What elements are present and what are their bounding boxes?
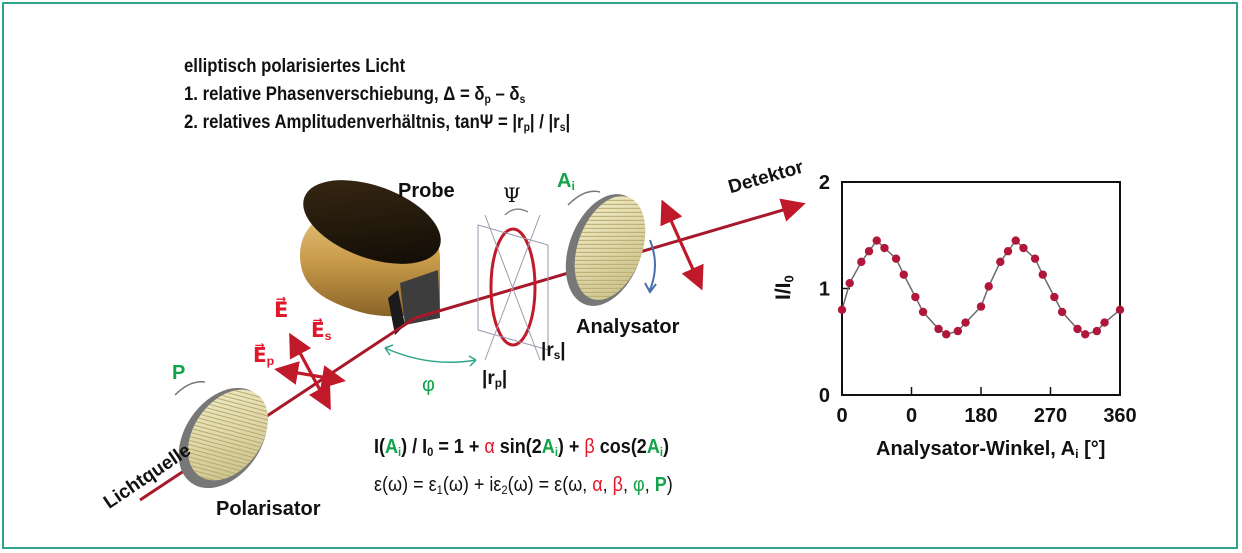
rs-label: |rs| xyxy=(541,340,566,362)
y-tick-label: 2 xyxy=(819,172,830,194)
x-tick-label: 0 xyxy=(836,405,847,427)
data-point xyxy=(942,330,951,339)
p-label: P xyxy=(172,362,186,384)
phi-arrow-right xyxy=(468,355,477,367)
data-point xyxy=(1050,292,1059,302)
amplitude-grid xyxy=(477,214,549,361)
data-point xyxy=(1081,330,1090,339)
data-point xyxy=(984,282,993,291)
polarizer-angle-arc xyxy=(174,381,206,396)
data-point xyxy=(996,257,1005,267)
chart-y-axis-label: I/I0 xyxy=(772,275,797,300)
chart-plot-area xyxy=(841,181,1121,396)
sample-crystal xyxy=(400,270,440,325)
e-label: E⃗ xyxy=(274,299,289,322)
e-field-arrows xyxy=(274,332,346,411)
polarisator-label: Polarisator xyxy=(216,498,321,520)
x-tick-label: 270 xyxy=(1034,405,1067,427)
header-line2-prefix: 1. relative Phasenverschiebung, xyxy=(184,84,444,105)
polarizer-disc xyxy=(178,387,268,489)
x-tick-label: 180 xyxy=(964,405,997,427)
probe-label: Probe xyxy=(398,180,455,202)
data-point xyxy=(934,324,943,334)
chart-curve xyxy=(841,239,1121,336)
intensity-equation: I(Ai) / I0 = 1 + α sin(2Ai) + β cos(2Ai) xyxy=(374,436,669,460)
x-tick-label: 360 xyxy=(1103,405,1136,427)
data-point xyxy=(880,243,889,253)
analyzer-disc xyxy=(565,194,646,306)
data-point xyxy=(845,278,854,288)
analyzer-e-arrows xyxy=(660,199,704,291)
dielectric-equation: ε(ω) = ε1(ω) + iε2(ω) = ε(ω, α, β, φ, P) xyxy=(374,474,673,498)
data-point xyxy=(1011,236,1020,245)
data-point xyxy=(1003,247,1013,256)
data-point xyxy=(1030,254,1040,263)
psi-arc xyxy=(504,208,529,216)
data-point xyxy=(1057,307,1067,317)
chart-points xyxy=(837,236,1125,339)
data-point xyxy=(891,254,901,263)
y-tick-label: 0 xyxy=(819,385,830,407)
ai-label: Ai xyxy=(557,170,575,194)
header-line3-prefix: 2. relatives Amplitudenverhältnis, xyxy=(184,112,455,133)
data-point xyxy=(1038,270,1047,279)
data-point xyxy=(837,305,847,314)
data-point xyxy=(1092,326,1102,336)
rotation-arrow xyxy=(649,239,656,291)
data-point xyxy=(1019,243,1028,253)
ep-label: E⃗p xyxy=(253,345,275,369)
phi-label: φ xyxy=(422,374,435,396)
chart-ticks xyxy=(841,181,1121,396)
data-point xyxy=(857,257,866,267)
data-point xyxy=(1115,305,1125,314)
sample-crystal-side xyxy=(388,290,405,335)
data-point xyxy=(961,318,970,327)
data-point xyxy=(976,302,986,311)
rp-label: |rp| xyxy=(482,368,508,390)
phase-shift-formula: Δ = δp – δs xyxy=(443,84,526,106)
es-label: E⃗s xyxy=(311,320,332,344)
data-point xyxy=(899,270,908,279)
data-point xyxy=(864,247,874,256)
analysator-label: Analysator xyxy=(576,316,680,338)
data-point xyxy=(1073,324,1082,334)
amplitude-ratio-formula: tanΨ = |rp| / |rs| xyxy=(454,112,571,134)
data-point xyxy=(872,236,881,245)
header-line1: elliptisch polarisiertes Licht xyxy=(184,56,406,77)
data-point xyxy=(1100,318,1109,327)
polarization-ellipse xyxy=(489,227,537,347)
data-point xyxy=(953,326,963,336)
data-point xyxy=(911,292,920,302)
y-tick-label: 1 xyxy=(819,279,830,301)
x-tick-label: 0 xyxy=(906,405,917,427)
rotation-arrow-head xyxy=(644,282,657,294)
header-line2: 1. relative Phasenverschiebung, Δ = δp –… xyxy=(184,84,525,111)
chart-x-axis-label: Analysator-Winkel, Ai [°] xyxy=(876,438,1106,462)
phi-angle-arc xyxy=(384,347,477,364)
analyzer-angle-arc xyxy=(567,190,601,206)
data-point xyxy=(918,307,928,317)
psi-label: Ψ xyxy=(503,183,521,207)
header-line3: 2. relatives Amplitudenverhältnis, tanΨ … xyxy=(184,112,570,139)
phi-arrow-left xyxy=(384,344,394,356)
